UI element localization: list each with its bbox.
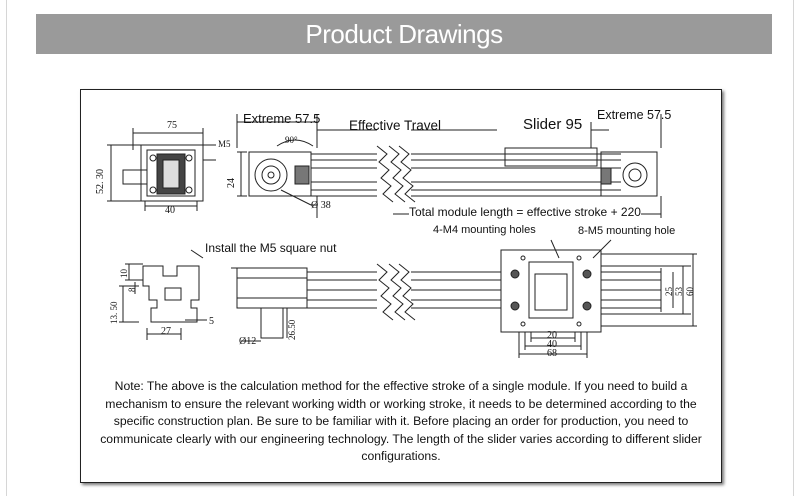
dim-24: 24 [226,178,237,188]
dim-52-30: 52. 30 [95,169,106,194]
technical-drawing: Extreme 57.5 Effective Travel Slider 95 … [80,89,722,483]
rail-top [236,114,662,218]
dim-53: 53 [674,287,684,296]
slider-label: Slider 95 [523,116,583,133]
rail-bottom [231,239,697,358]
end-view-top [107,128,216,211]
dim-dia-38: Ø 38 [311,200,331,211]
dim-dia-12: Ø12 [239,336,257,347]
m4-holes-label: 4-M4 mounting holes [433,224,536,236]
drawing-note: Note: The above is the calculation metho… [100,379,702,463]
dim-75: 75 [167,120,177,131]
dim-5: 5 [209,316,214,327]
section-header: Product Drawings [36,14,772,54]
dim-68: 68 [547,348,557,359]
m5-holes-label: 8-M5 mounting hole [578,225,676,237]
right-frame-line [793,0,794,496]
dim-13-50: 13. 50 [109,301,119,325]
extreme-left-label: Extreme 57.5 [243,111,321,126]
dim-20: 20 [547,330,557,341]
drawing-linework [107,114,697,358]
extreme-right-label: Extreme 57.5 [597,108,672,122]
total-length-label: Total module length = effective stroke +… [409,205,641,219]
dim-26-50: 26.50 [287,319,297,340]
dim-8: 8 [127,287,137,293]
dim-40: 40 [165,205,175,216]
left-frame-line [6,0,7,496]
effective-travel-label: Effective Travel [349,118,442,133]
section-title: Product Drawings [305,18,503,49]
dim-40b: 40 [547,339,557,350]
nut-note-label: Install the M5 square nut [205,241,337,255]
dim-25: 25 [664,287,674,296]
profile-bottom [119,249,207,340]
dim-27: 27 [161,326,171,337]
dim-90-deg: 90° [285,135,298,145]
dim-m5: M5 [218,139,231,149]
dim-10: 10 [119,269,129,278]
dim-60: 60 [685,287,695,296]
